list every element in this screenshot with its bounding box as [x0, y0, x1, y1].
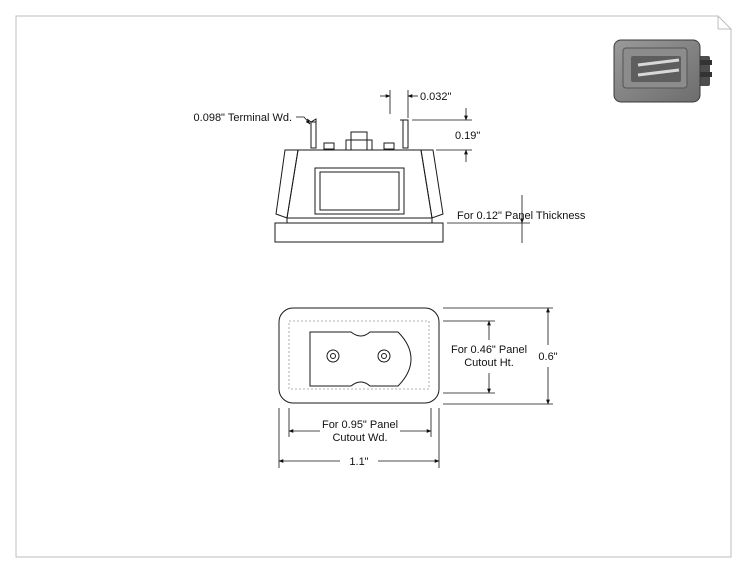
side-view-labels: 0.098" Terminal Wd. 0.032" 0.19" For 0.1… [194, 91, 586, 222]
panel-thickness-label: For 0.12" Panel Thickness [457, 210, 586, 222]
cutout-height-label-line2: Cutout Ht. [464, 357, 514, 369]
front-view [278, 307, 440, 404]
side-view-dimensions [296, 90, 530, 243]
front-view-labels: For 0.46" Panel Cutout Ht. 0.6" For 0.95… [322, 344, 558, 468]
cutout-height-label-line1: For 0.46" Panel [451, 344, 527, 356]
overall-width-label: 1.1" [349, 456, 368, 468]
front-view-dimensions [278, 307, 553, 468]
overall-height-label: 0.6" [538, 351, 557, 363]
sheet-border [15, 15, 732, 558]
terminal-height-label: 0.19" [455, 130, 480, 142]
product-3d-render [613, 39, 712, 103]
terminal-width-label: 0.098" Terminal Wd. [194, 112, 292, 124]
side-view [274, 118, 444, 243]
terminal-spacing-label: 0.032" [420, 91, 452, 103]
cutout-width-label-line2: Cutout Wd. [332, 432, 387, 444]
cutout-width-label-line1: For 0.95" Panel [322, 419, 398, 431]
